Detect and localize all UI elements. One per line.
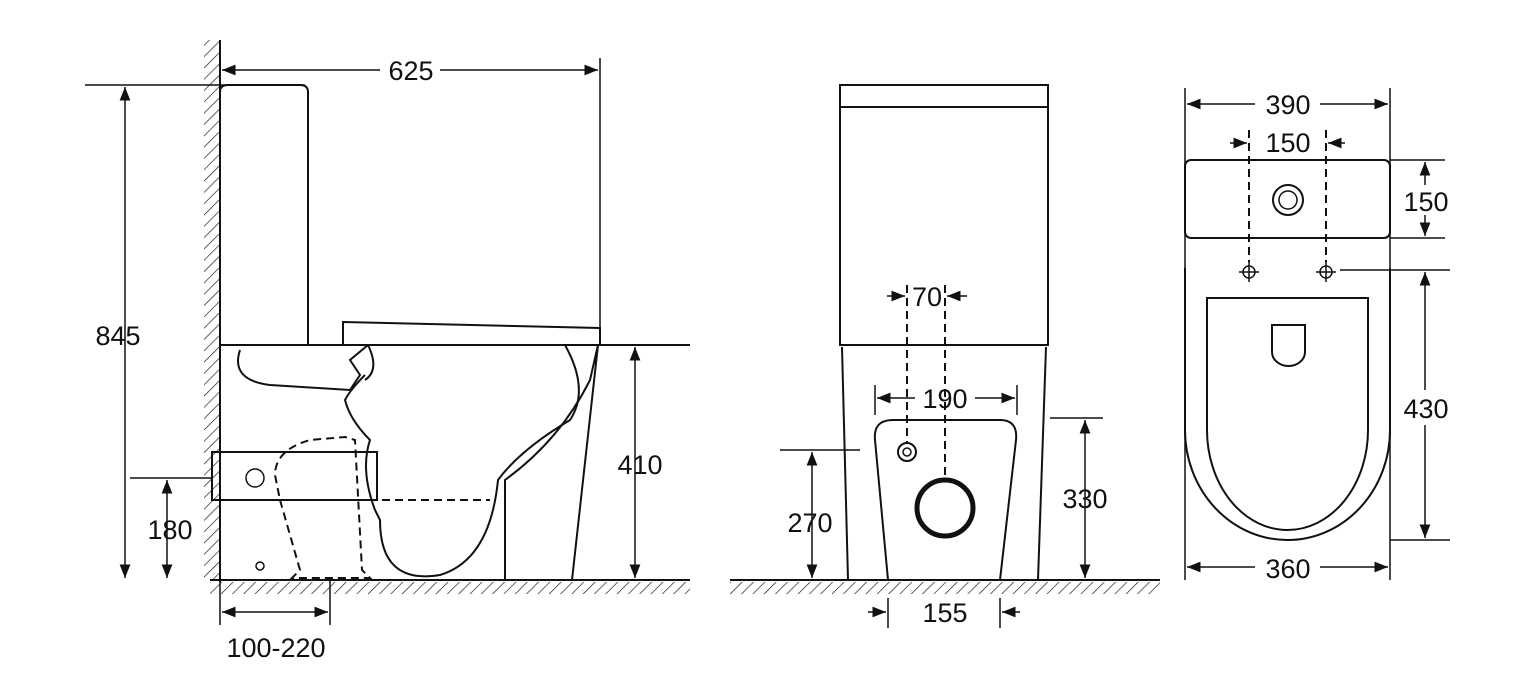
top-view: 390 150 150 430 360 — [1184, 88, 1450, 584]
front-view: 70 190 270 330 155 — [730, 84, 1160, 628]
dim-180: 180 — [147, 515, 192, 545]
bowl-outline — [1184, 268, 1391, 541]
dim-100-220: 100-220 — [226, 633, 325, 663]
dim-625: 625 — [388, 56, 433, 86]
flush-button — [1272, 184, 1304, 216]
dim-845: 845 — [95, 321, 140, 351]
cistern — [219, 84, 309, 345]
dim-410: 410 — [617, 450, 662, 480]
dim-155: 155 — [922, 598, 967, 628]
dim-270: 270 — [787, 508, 832, 538]
dim-70: 70 — [912, 282, 942, 312]
outlet-hole — [245, 468, 265, 488]
inlet-circle — [897, 442, 917, 462]
dim-190: 190 — [922, 384, 967, 414]
wall-hatch — [204, 40, 220, 580]
outlet-connector — [211, 451, 378, 501]
dim-360: 360 — [1265, 554, 1310, 584]
side-view: 625 845 410 180 100-220 — [85, 40, 690, 663]
bowl-outer — [504, 344, 599, 581]
top-cistern — [1184, 159, 1391, 239]
floor-hatch — [210, 582, 690, 594]
front-opening — [873, 419, 1018, 581]
dim-330: 330 — [1062, 484, 1107, 514]
outlet-circle — [914, 477, 976, 539]
hidden-outlet — [273, 435, 373, 579]
dim-150-side: 150 — [1403, 187, 1448, 217]
dim-150-top: 150 — [1265, 128, 1310, 158]
bowl-slot — [1271, 324, 1306, 367]
seat-outline — [1206, 297, 1369, 531]
seat — [342, 320, 601, 345]
trapway — [237, 344, 580, 578]
dim-390: 390 — [1265, 90, 1310, 120]
dim-430: 430 — [1403, 394, 1448, 424]
